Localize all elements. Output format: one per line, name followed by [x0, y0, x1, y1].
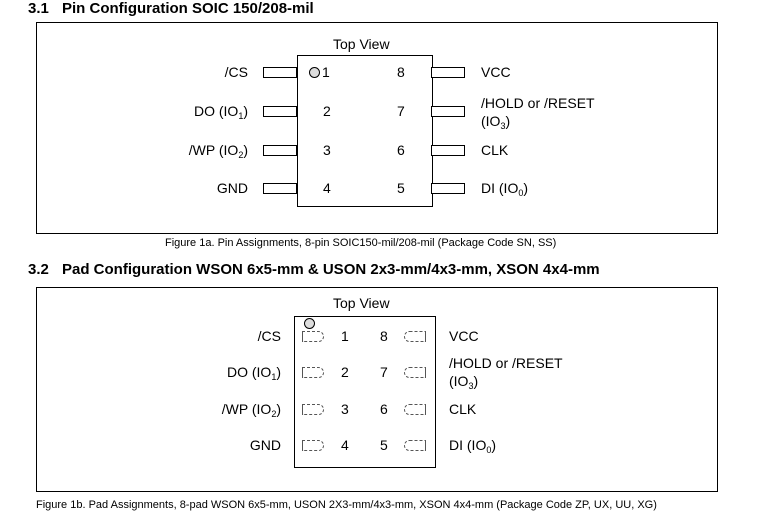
figure-1a-caption: Figure 1a. Pin Assignments, 8-pin SOIC15…: [165, 237, 557, 249]
soic-lead-7: [431, 106, 465, 117]
wson-pad-8: [404, 331, 426, 342]
soic-pin6-label: CLK: [481, 142, 509, 158]
soic-pin7-number: 7: [397, 103, 405, 119]
figure-1b-caption: Figure 1b. Pad Assignments, 8-pad WSON 6…: [36, 499, 657, 511]
wson-pad4-number: 4: [341, 437, 349, 453]
soic-top-view-label: Top View: [333, 36, 390, 52]
soic-lead-1: [263, 67, 297, 78]
pad1-indicator-dot: [304, 318, 315, 329]
wson-pad3-number: 3: [341, 401, 349, 417]
wson-pad5-label: DI (IO0): [449, 437, 497, 455]
wson-pad7-number: 7: [380, 364, 388, 380]
section-1-number: 3.1: [28, 0, 49, 17]
wson-pad-4: [302, 440, 324, 451]
soic-pin4-number: 4: [323, 180, 331, 196]
soic-lead-2: [263, 106, 297, 117]
wson-pad4-label: GND: [249, 437, 281, 453]
wson-pad-2: [302, 367, 324, 378]
wson-pad1-number: 1: [341, 328, 349, 344]
wson-pad3-label: /WP (IO2): [221, 401, 281, 419]
soic-lead-8: [431, 67, 465, 78]
soic-pin2-number: 2: [323, 103, 331, 119]
wson-pad7-label: /HOLD or /RESET (IO3): [449, 355, 563, 391]
soic-pin1-number: 1: [322, 64, 330, 80]
wson-pad2-label: DO (IO1): [226, 364, 281, 382]
wson-pad-5: [404, 440, 426, 451]
soic-pin3-label: /WP (IO2): [188, 142, 248, 160]
soic-pin8-number: 8: [397, 64, 405, 80]
soic-lead-4: [263, 183, 297, 194]
soic-pin4-label: GND: [216, 180, 248, 196]
soic-pin2-label: DO (IO1): [193, 103, 248, 121]
wson-pad8-label: VCC: [449, 328, 479, 344]
wson-pad1-label: /CS: [257, 328, 281, 344]
wson-pad8-number: 8: [380, 328, 388, 344]
wson-pad-6: [404, 404, 426, 415]
soic-pin1-label: /CS: [224, 64, 248, 80]
section-2-number: 3.2: [28, 261, 49, 278]
wson-pad2-number: 2: [341, 364, 349, 380]
wson-pad-7: [404, 367, 426, 378]
soic-pin7-label: /HOLD or /RESET (IO3): [481, 95, 595, 131]
soic-lead-3: [263, 145, 297, 156]
soic-pin3-number: 3: [323, 142, 331, 158]
pin1-indicator-dot: [309, 67, 320, 78]
wson-pad6-number: 6: [380, 401, 388, 417]
section-1-heading: 3.1 Pin Configuration SOIC 150/208-mil: [28, 0, 314, 17]
soic-pin6-number: 6: [397, 142, 405, 158]
section-2-title: Pad Configuration WSON 6x5-mm & USON 2x3…: [62, 261, 600, 278]
soic-pin5-number: 5: [397, 180, 405, 196]
wson-top-view-label: Top View: [333, 295, 390, 311]
wson-pad6-label: CLK: [449, 401, 477, 417]
wson-pad-3: [302, 404, 324, 415]
soic-pin8-label: VCC: [481, 64, 511, 80]
soic-pin5-label: DI (IO0): [481, 180, 529, 198]
wson-pad-1: [302, 331, 324, 342]
soic-lead-5: [431, 183, 465, 194]
wson-pad5-number: 5: [380, 437, 388, 453]
soic-lead-6: [431, 145, 465, 156]
section-1-title: Pin Configuration SOIC 150/208-mil: [62, 0, 314, 17]
soic-chip-body: [297, 55, 433, 207]
section-2-heading: 3.2 Pad Configuration WSON 6x5-mm & USON …: [28, 261, 600, 278]
